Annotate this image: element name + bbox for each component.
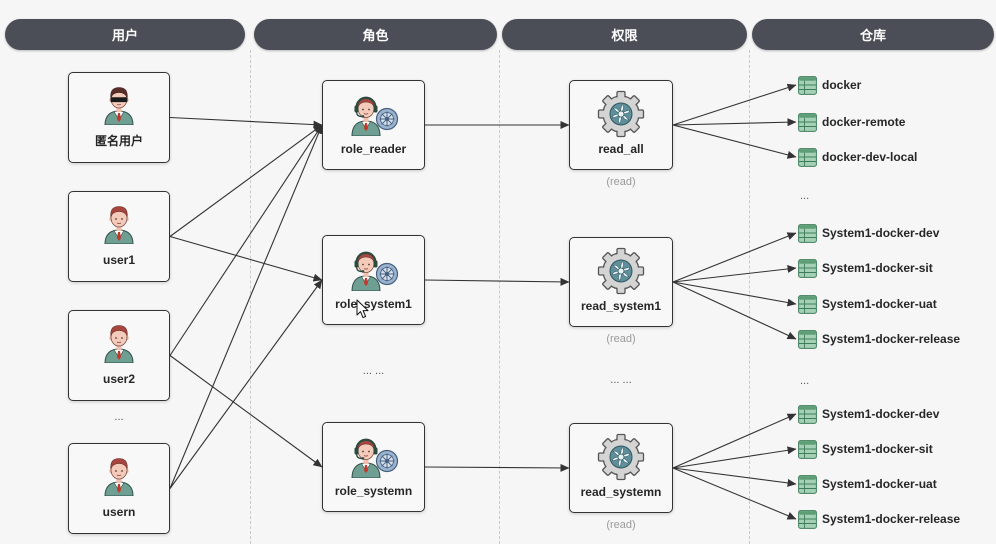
- role-headset-icon: [349, 247, 399, 291]
- repository-label: System1-docker-uat: [822, 477, 937, 491]
- user-icon: [101, 456, 137, 496]
- permission-node-read-system1: read_system1 (read): [569, 237, 673, 345]
- repository-item: System1-docker-sit: [798, 439, 933, 459]
- repository-icon: [798, 405, 817, 424]
- repository-label: System1-docker-sit: [822, 261, 933, 275]
- repository-item: docker-dev-local: [798, 147, 917, 167]
- permission-to-repository-arrow: [672, 467, 797, 487]
- user-to-role-arrow: [169, 124, 323, 237]
- column-header-permissions: 权限: [502, 19, 747, 50]
- repository-item: System1-docker-sit: [798, 258, 933, 278]
- column-divider: [499, 50, 500, 544]
- permission-to-repository-arrow: [672, 281, 797, 340]
- user-node-anonymous: 匿名用户: [68, 72, 170, 163]
- user-icon: [101, 204, 137, 244]
- repositories-ellipsis: ...: [800, 375, 810, 387]
- repository-label: System1-docker-release: [822, 332, 961, 346]
- repository-label: System1-docker-sit: [822, 442, 933, 456]
- repository-item: System1-docker-release: [798, 509, 960, 529]
- user-label: usern: [102, 505, 136, 519]
- roles-ellipsis: ... ...: [362, 365, 385, 377]
- permission-label: read_system1: [580, 299, 662, 313]
- repository-icon: [798, 440, 817, 459]
- role-label: role_system1: [335, 297, 412, 311]
- repositories-ellipsis: ...: [800, 190, 810, 202]
- user-node-user2: user2: [68, 310, 170, 401]
- role-headset-icon: [349, 434, 399, 478]
- repository-icon: [798, 113, 817, 132]
- repository-item: docker: [798, 75, 861, 95]
- permission-to-repository-arrow: [672, 124, 797, 159]
- permission-label: read_all: [598, 142, 644, 156]
- user-to-role-arrow: [169, 124, 323, 489]
- permission-node-read-all: read_all (read): [569, 80, 673, 188]
- repository-item: docker-remote: [798, 112, 905, 132]
- repository-label: docker-dev-local: [822, 150, 918, 164]
- user-to-role-arrow: [169, 124, 323, 356]
- anonymous-user-icon: [101, 85, 137, 125]
- role-node-role-system1: role_system1: [322, 235, 425, 325]
- repository-item: System1-docker-uat: [798, 474, 937, 494]
- column-divider: [250, 50, 251, 544]
- user-to-role-arrow: [169, 235, 323, 282]
- user-to-role-arrow: [169, 116, 323, 129]
- repository-label: System1-docker-dev: [822, 226, 940, 240]
- repository-icon: [798, 475, 817, 494]
- repository-icon: [798, 76, 817, 95]
- column-header-repositories: 仓库: [752, 19, 994, 50]
- user-label: user1: [102, 253, 136, 267]
- permission-to-repository-arrow: [672, 281, 797, 307]
- user-node-user1: user1: [68, 191, 170, 282]
- repository-label: System1-docker-uat: [822, 297, 937, 311]
- permission-to-repository-arrow: [672, 413, 797, 469]
- role-label: role_reader: [340, 142, 407, 156]
- user-icon: [101, 323, 137, 363]
- repository-icon: [798, 295, 817, 314]
- permission-to-repository-arrow: [672, 118, 797, 127]
- permission-to-repository-arrow: [672, 83, 797, 126]
- repository-label: docker: [822, 78, 862, 92]
- repository-item: System1-docker-dev: [798, 404, 939, 424]
- column-header-roles: 角色: [254, 19, 497, 50]
- role-to-permission-arrow: [424, 277, 570, 286]
- repository-icon: [798, 148, 817, 167]
- repository-item: System1-docker-release: [798, 329, 960, 349]
- permission-to-repository-arrow: [672, 264, 797, 283]
- permissions-ellipsis: ... ...: [610, 374, 632, 386]
- permission-gear-icon: [596, 432, 646, 482]
- role-label: role_systemn: [334, 484, 413, 498]
- permission-to-repository-arrow: [672, 232, 797, 283]
- role-node-role-reader: role_reader: [322, 80, 425, 170]
- column-divider: [749, 50, 750, 544]
- mouse-cursor-icon: [356, 299, 369, 319]
- repository-icon: [798, 330, 817, 349]
- permission-node-read-systemn: read_systemn (read): [569, 423, 673, 531]
- user-node-usern: usern: [68, 443, 170, 534]
- repository-label: docker-remote: [822, 115, 906, 129]
- permission-access-note: (read): [606, 176, 636, 188]
- permission-gear-icon: [596, 246, 646, 296]
- repository-icon: [798, 510, 817, 529]
- repository-icon: [798, 259, 817, 278]
- repository-item: System1-docker-uat: [798, 294, 937, 314]
- role-to-permission-arrow: [424, 463, 570, 472]
- permission-to-repository-arrow: [672, 467, 797, 520]
- repository-icon: [798, 224, 817, 243]
- column-header-users: 用户: [5, 19, 245, 50]
- user-to-role-arrow: [169, 279, 323, 489]
- user-label: 匿名用户: [94, 134, 143, 148]
- user-label: user2: [102, 372, 136, 386]
- role-headset-icon: [349, 92, 399, 136]
- users-ellipsis: ...: [114, 411, 124, 423]
- role-node-role-systemn: role_systemn: [322, 422, 425, 512]
- permission-label: read_systemn: [580, 485, 662, 499]
- permission-to-repository-arrow: [672, 446, 797, 469]
- permission-access-note: (read): [606, 333, 636, 345]
- permission-access-note: (read): [606, 519, 636, 531]
- repository-label: System1-docker-release: [822, 512, 961, 526]
- permission-gear-icon: [596, 89, 646, 139]
- repository-label: System1-docker-dev: [822, 407, 940, 421]
- user-to-role-arrow: [169, 355, 323, 468]
- repository-item: System1-docker-dev: [798, 223, 939, 243]
